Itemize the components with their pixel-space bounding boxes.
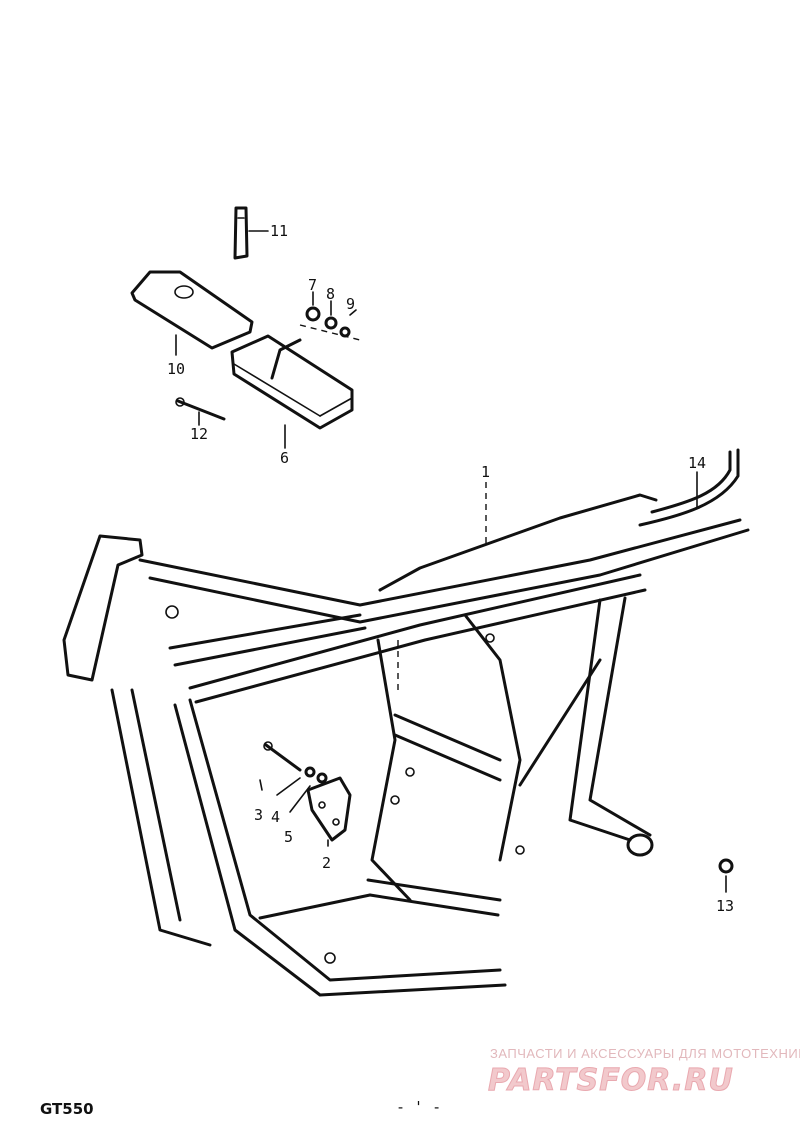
part-6-battery-holder <box>230 334 354 449</box>
part-2-5-mount-bracket <box>259 741 352 847</box>
callout-4: 4 <box>271 808 280 826</box>
callout-12: 12 <box>190 425 208 443</box>
part-13-cap <box>718 858 734 893</box>
callout-9: 9 <box>346 295 355 313</box>
callout-2: 2 <box>322 854 331 872</box>
callout-13: 13 <box>716 897 734 915</box>
part-11-strap <box>233 206 269 260</box>
callout-10: 10 <box>167 360 185 378</box>
callout-7: 7 <box>308 276 317 294</box>
callout-6: 6 <box>280 449 289 467</box>
part-12-tool <box>175 397 226 426</box>
callout-8: 8 <box>326 285 335 303</box>
callout-3: 3 <box>254 806 263 824</box>
callout-5: 5 <box>284 828 293 846</box>
watermark-tagline: ЗАПЧАСТИ И АКСЕССУАРЫ ДЛЯ МОТОТЕХНИКИ <box>490 1046 800 1061</box>
page-mark: - ' - <box>396 1098 441 1116</box>
callout-14: 14 <box>688 454 706 472</box>
callout-11: 11 <box>270 222 288 240</box>
part-14-rear-bar <box>638 448 740 527</box>
part-10-cover <box>130 270 254 356</box>
model-label: GT550 <box>40 1100 94 1118</box>
part-1-main-frame <box>62 482 750 997</box>
watermark-brand: PARTSFOR.RU <box>488 1063 734 1098</box>
callout-1: 1 <box>481 463 490 481</box>
part-7-8-9-fasteners <box>299 291 361 341</box>
